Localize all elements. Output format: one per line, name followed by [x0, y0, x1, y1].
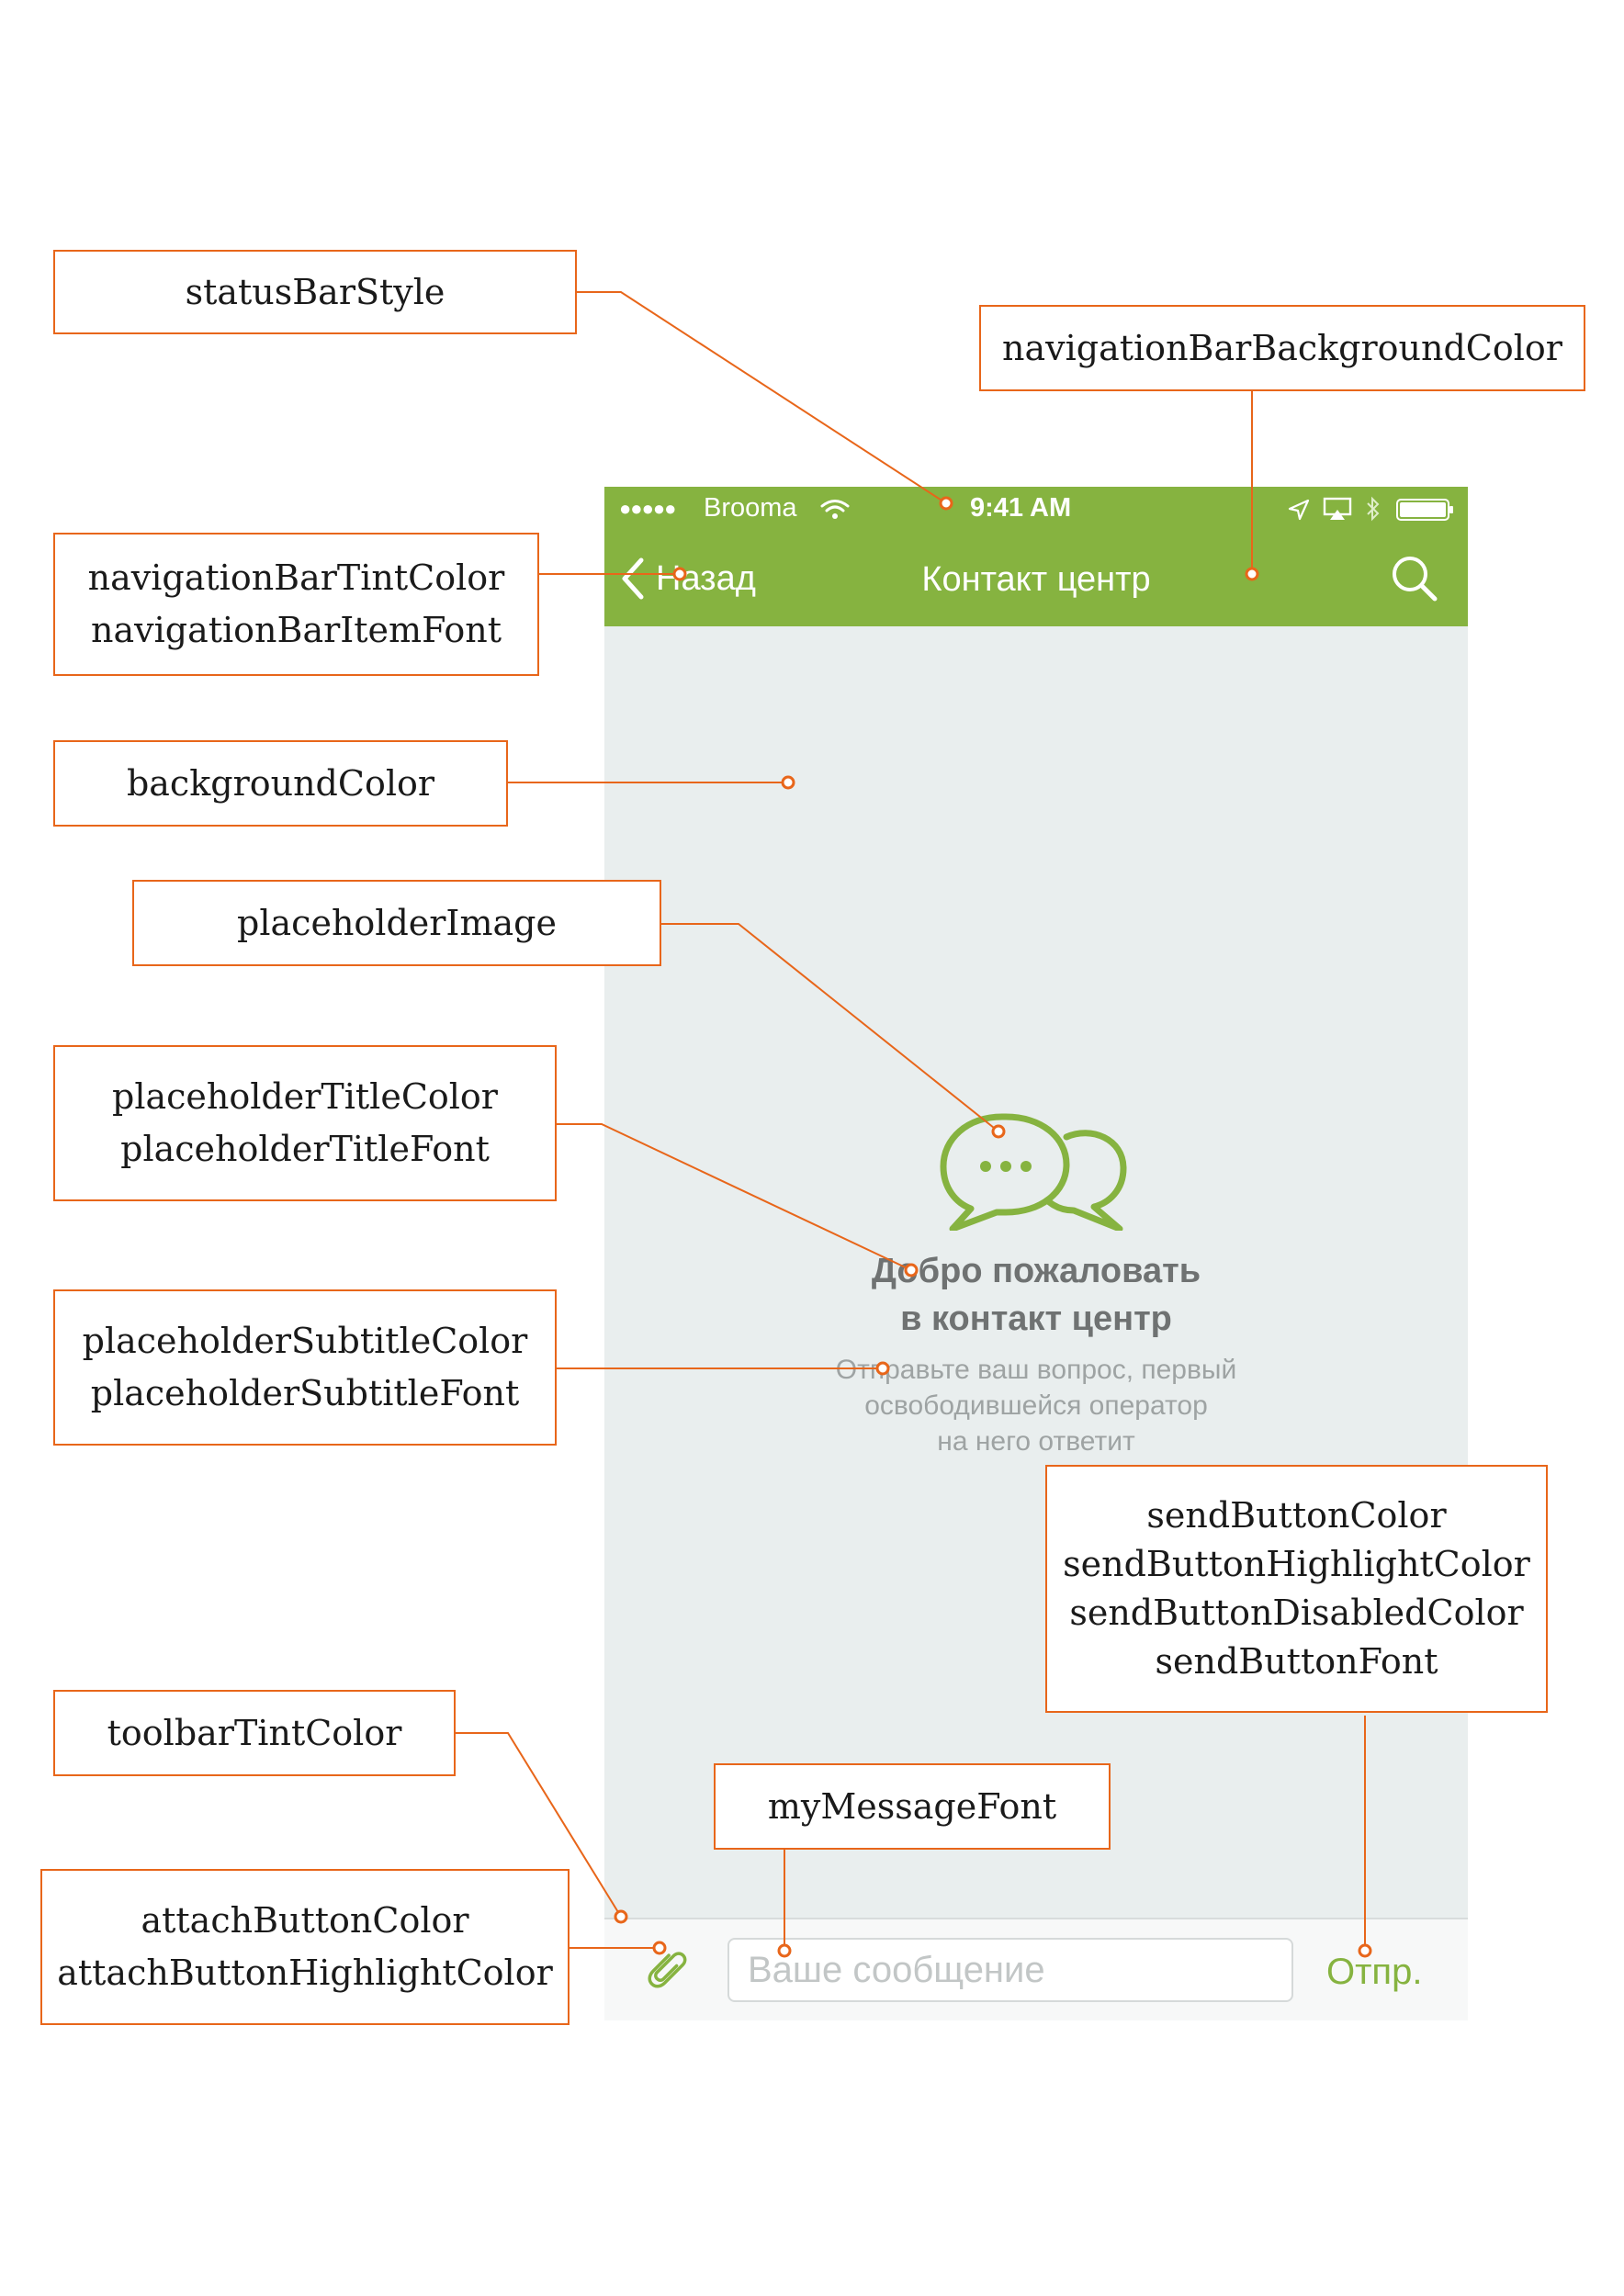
carrier-name: Brooma [704, 493, 797, 523]
wifi-icon [820, 500, 850, 519]
callout-label: backgroundColor [126, 762, 435, 804]
location-arrow-icon [1288, 499, 1310, 521]
callout-label: placeholderTitleFont [120, 1129, 490, 1169]
callout-label: sendButtonHighlightColor [1063, 1544, 1530, 1584]
callout-label: navigationBarTintColor [87, 557, 505, 598]
bluetooth-icon [1367, 496, 1380, 522]
placeholder-title: Добро пожаловать в контакт центр [604, 1247, 1468, 1343]
chat-bubbles-icon [940, 1113, 1127, 1231]
placeholder-subtitle-line: на него ответит [937, 1426, 1135, 1457]
status-time: 9:41 AM [970, 493, 1072, 523]
callout-label: navigationBarBackgroundColor [1002, 327, 1562, 368]
nav-title: Контакт центр [921, 560, 1151, 599]
callout-label: sendButtonColor [1146, 1495, 1447, 1536]
callout-placeholder-title: placeholderTitleColor placeholderTitleFo… [53, 1045, 557, 1201]
placeholder-title-line: в контакт центр [900, 1300, 1172, 1338]
callout-label: navigationBarItemFont [91, 610, 502, 650]
status-bar: ●●●●● Brooma 9:41 AM [604, 487, 1468, 533]
back-button-label: Назад [656, 558, 756, 598]
message-input[interactable] [727, 1938, 1293, 2002]
callout-label: placeholderSubtitleFont [90, 1373, 520, 1413]
callout-label: sendButtonDisabledColor [1069, 1593, 1524, 1633]
message-toolbar: Отпр. [604, 1918, 1468, 2020]
callout-label: sendButtonFont [1155, 1641, 1438, 1682]
placeholder-subtitle-line: Отправьте ваш вопрос, первый [835, 1355, 1237, 1385]
placeholder: Добро пожаловать в контакт центр Отправь… [604, 1111, 1468, 1459]
callout-toolbar-tint-color: toolbarTintColor [53, 1690, 456, 1776]
send-button[interactable]: Отпр. [1326, 1952, 1423, 1992]
callout-navigation-bar-background-color: navigationBarBackgroundColor [979, 305, 1585, 391]
callout-label: attachButtonHighlightColor [57, 1953, 553, 1993]
callout-label: toolbarTintColor [107, 1712, 402, 1753]
callout-attach-button: attachButtonColor attachButtonHighlightC… [40, 1869, 570, 2025]
placeholder-subtitle-line: освободившейся оператор [864, 1390, 1208, 1421]
paperclip-icon[interactable] [641, 1943, 693, 1995]
callout-status-bar-style: statusBarStyle [53, 250, 577, 334]
callout-send-button: sendButtonColor sendButtonHighlightColor… [1045, 1465, 1548, 1713]
signal-strength-indicator: ●●●●● [619, 497, 676, 520]
navigation-bar: Назад Контакт центр [604, 533, 1468, 626]
chevron-left-icon [622, 557, 644, 600]
callout-label: placeholderImage [237, 902, 557, 943]
callout-my-message-font: myMessageFont [714, 1763, 1111, 1850]
callout-navigation-bar-tint: navigationBarTintColor navigationBarItem… [53, 533, 539, 676]
airplay-icon [1323, 497, 1352, 520]
callout-label: placeholderTitleColor [112, 1076, 498, 1117]
callout-label: attachButtonColor [141, 1900, 469, 1941]
leader-status-bar [576, 291, 947, 504]
callout-label: placeholderSubtitleColor [82, 1321, 528, 1361]
search-icon[interactable] [1389, 553, 1440, 604]
battery-icon [1396, 499, 1453, 521]
back-button[interactable]: Назад [619, 549, 756, 608]
callout-placeholder-image: placeholderImage [132, 880, 661, 966]
callout-background-color: backgroundColor [53, 740, 508, 827]
callout-label: statusBarStyle [185, 271, 445, 312]
placeholder-subtitle: Отправьте ваш вопрос, первый освободивше… [604, 1352, 1468, 1459]
placeholder-title-line: Добро пожаловать [871, 1252, 1201, 1290]
callout-label: myMessageFont [767, 1785, 1057, 1827]
callout-placeholder-subtitle: placeholderSubtitleColor placeholderSubt… [53, 1289, 557, 1446]
